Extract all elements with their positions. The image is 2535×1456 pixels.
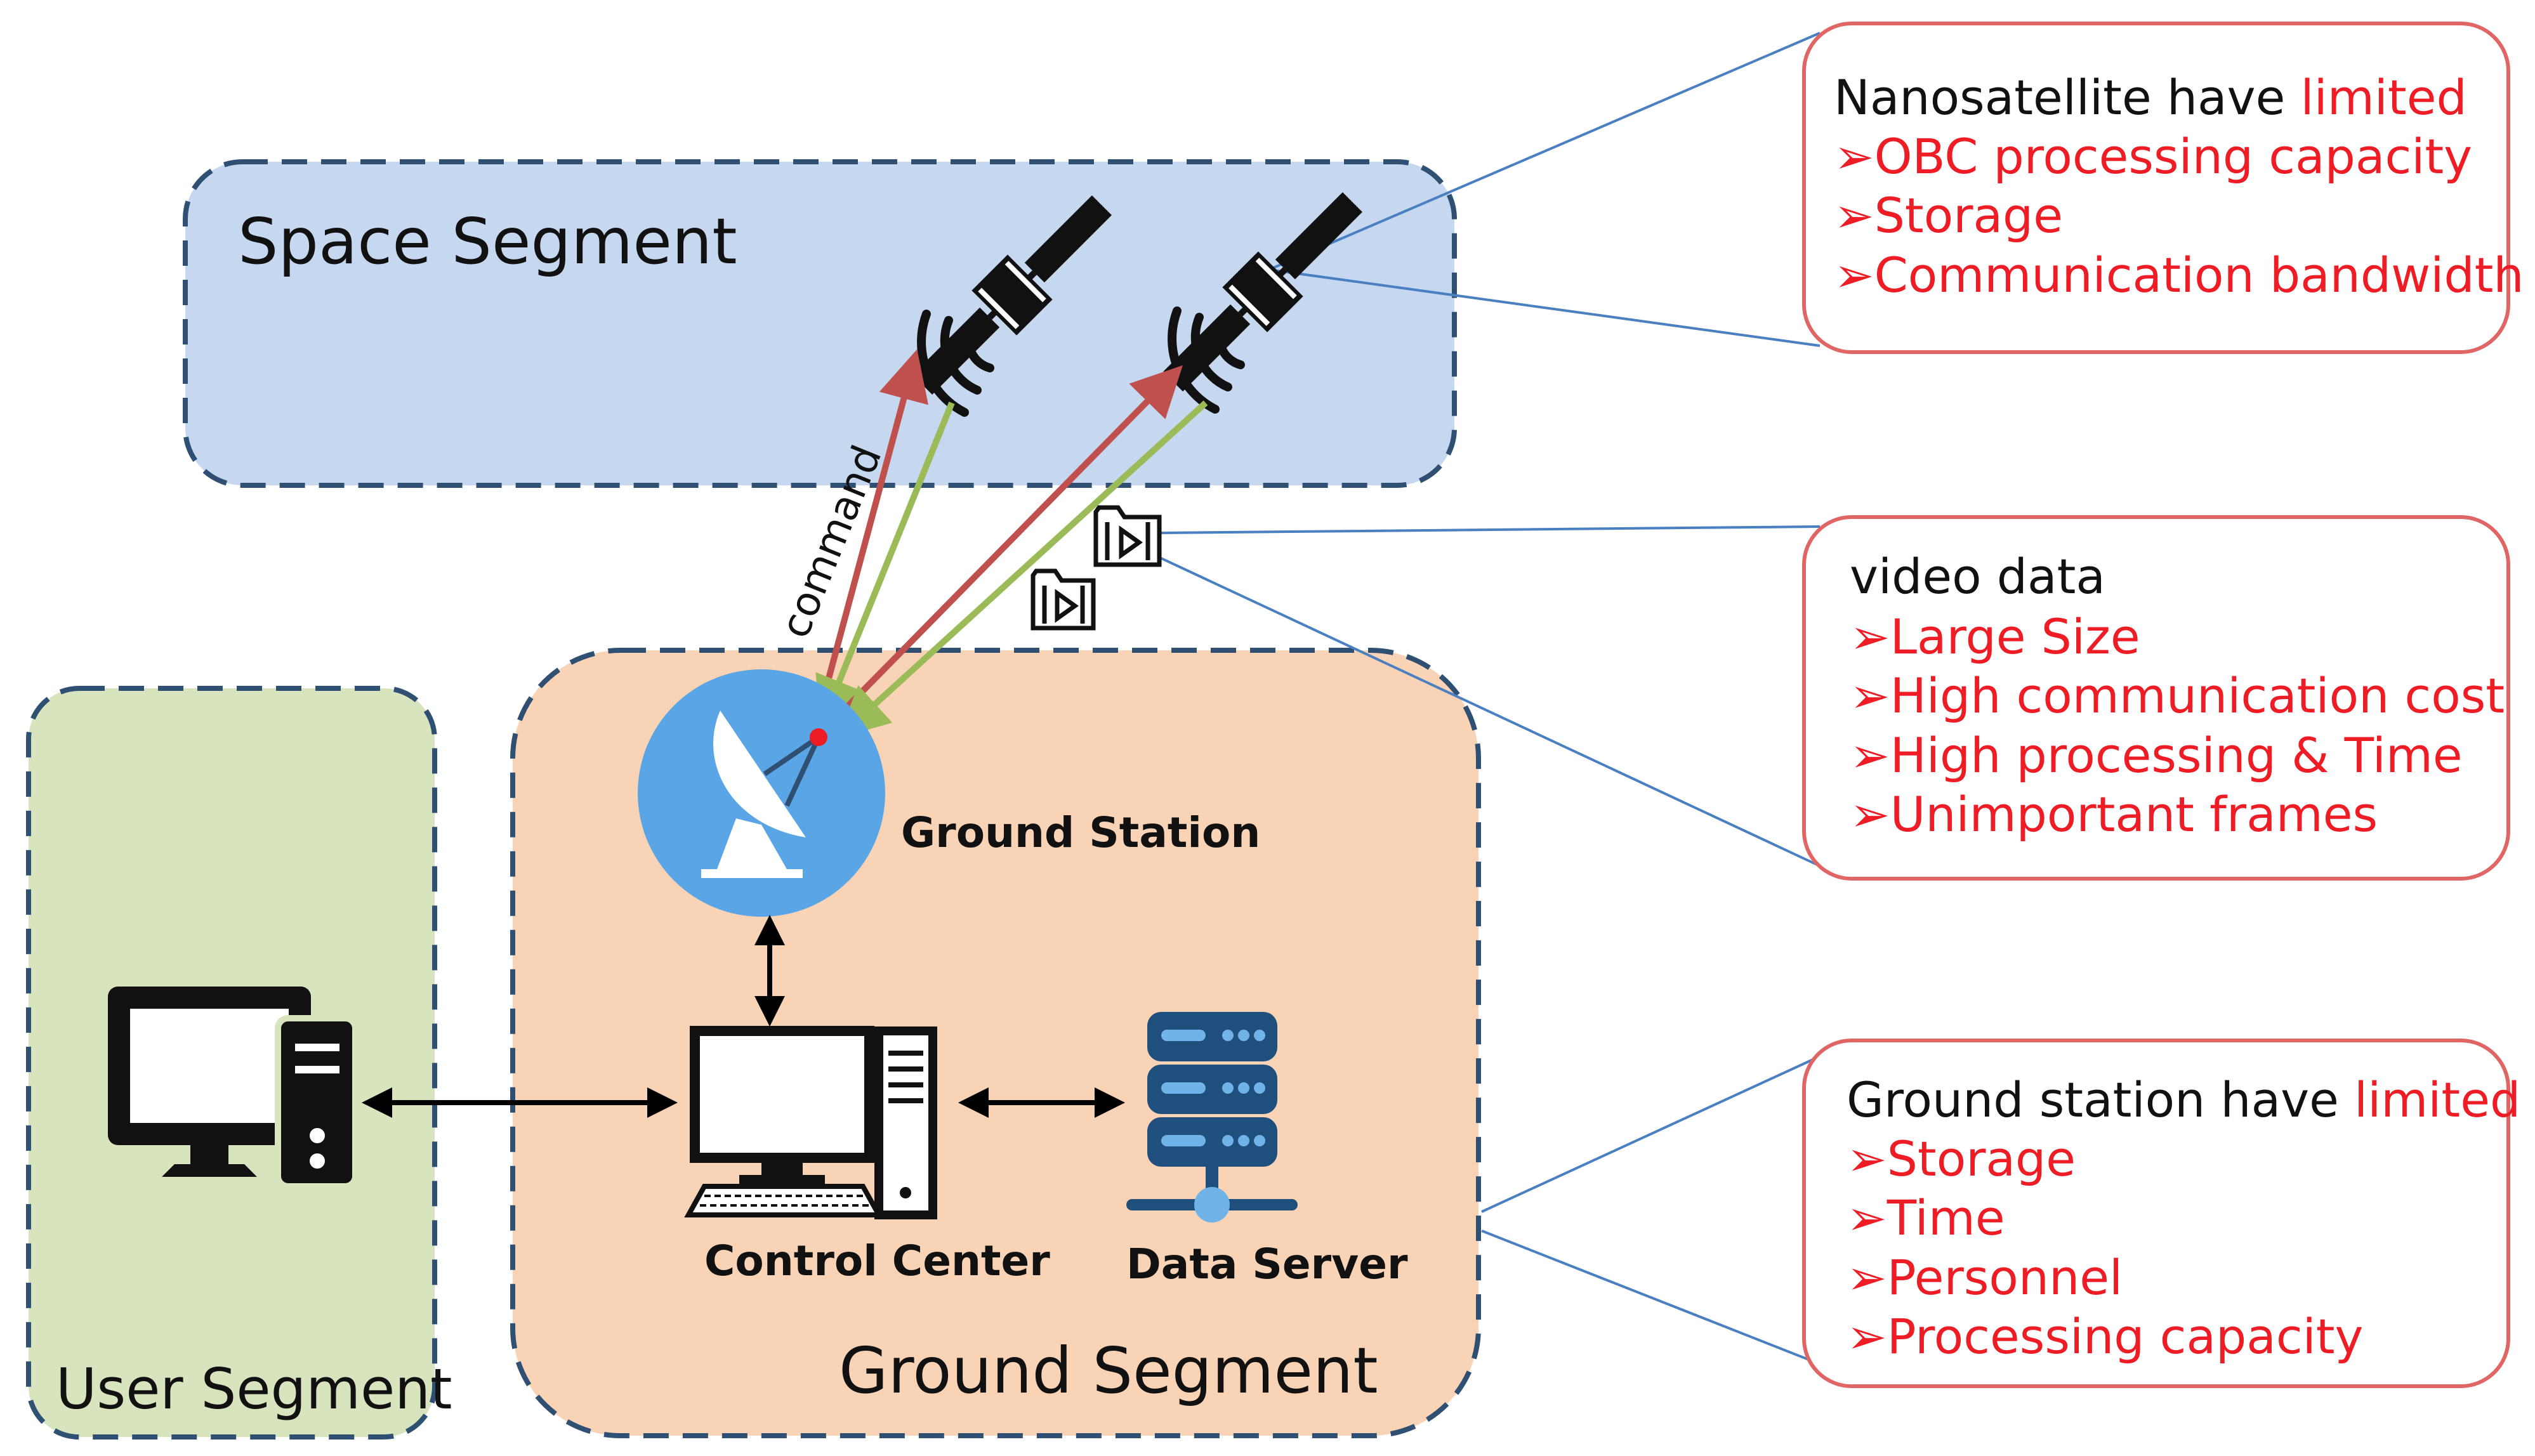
video-item: ➢High processing & Time — [1850, 727, 2463, 784]
video-file-icon — [1093, 505, 1162, 567]
ground-station-item: ➢Personnel — [1847, 1249, 2123, 1306]
nanosatellite-item: ➢OBC processing capacity — [1834, 128, 2472, 185]
ground-station-heading: Ground station have limited — [1847, 1072, 2520, 1128]
ground-station-item: ➢Time — [1847, 1190, 2005, 1246]
video-item: ➢Large Size — [1850, 608, 2140, 665]
uplink-arrow — [816, 365, 1183, 738]
uplink-arrow — [811, 349, 929, 734]
video-callout-box — [1802, 515, 2510, 881]
ground-station-callout-box — [1802, 1039, 2510, 1388]
nanosatellite-callout-box — [1802, 22, 2510, 354]
control-center-computer-icon — [684, 1026, 937, 1219]
ground-segment-label: Ground Segment — [839, 1334, 1378, 1408]
desktop-computer-icon — [108, 987, 359, 1190]
nanosatellite-heading-prefix: Nanosatellite have — [1834, 69, 2301, 126]
nanosatellite-item: ➢Communication bandwidth — [1834, 247, 2524, 303]
satellite-icon — [1163, 192, 1362, 391]
ground-station-heading-prefix: Ground station have — [1847, 1072, 2354, 1128]
satellite-icon — [912, 195, 1112, 395]
video-file-icon — [1030, 568, 1096, 631]
downlink-arrow — [838, 400, 1208, 738]
callout-leader-lines — [1161, 32, 1821, 1365]
video-item: ➢High communication cost — [1850, 667, 2505, 724]
nanosatellite-heading: Nanosatellite have limited — [1834, 69, 2467, 126]
nanosatellite-heading-highlight: limited — [2301, 69, 2467, 126]
video-item: ➢Unimportant frames — [1850, 786, 2378, 843]
server-icon — [1126, 1012, 1298, 1223]
ground-station-heading-highlight: limited — [2354, 1072, 2520, 1128]
data-server-label: Data Server — [1126, 1240, 1408, 1289]
control-center-label: Control Center — [704, 1236, 1050, 1285]
nanosatellite-item: ➢Storage — [1834, 187, 2063, 244]
space-segment-label: Space Segment — [238, 204, 737, 279]
ground-station-label: Ground Station — [901, 808, 1260, 857]
video-heading: video data — [1850, 548, 2105, 605]
user-segment-label: User Segment — [56, 1356, 452, 1422]
satellite-dish-icon — [638, 669, 885, 917]
ground-station-item: ➢Storage — [1847, 1131, 2076, 1187]
downlink-arrow — [815, 402, 955, 729]
ground-station-item: ➢Processing capacity — [1847, 1308, 2364, 1365]
